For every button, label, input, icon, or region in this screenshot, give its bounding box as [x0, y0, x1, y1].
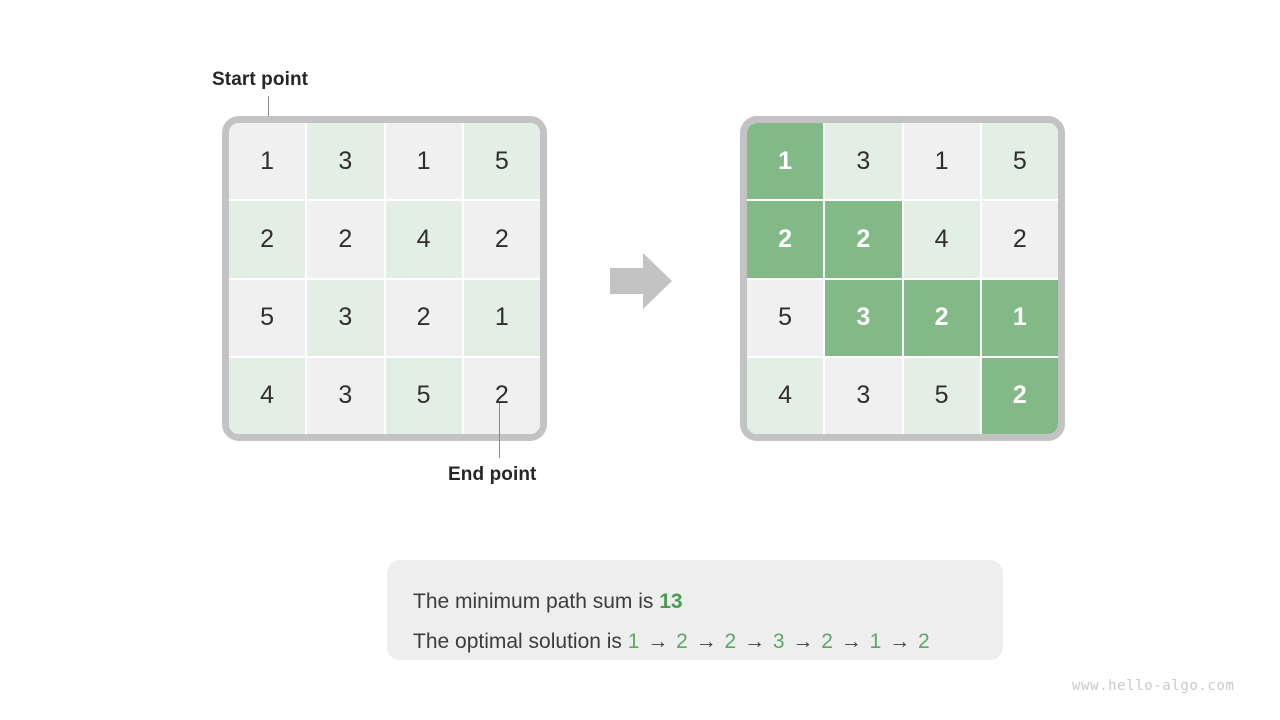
end-point-leader-line: [499, 403, 500, 458]
input-grid-cell-r1c0: 2: [229, 201, 306, 278]
input-grid-cell-r3c3: 2: [463, 357, 540, 434]
path-step-3: 3: [772, 630, 785, 653]
path-step-0: 1: [627, 630, 640, 653]
path-arrow-separator: →: [738, 630, 771, 653]
path-step-6: 2: [917, 630, 930, 653]
input-grid-cell-r2c0: 5: [229, 279, 306, 356]
path-step-4: 2: [821, 630, 833, 653]
solution-grid-cell-r2c3: 1: [981, 279, 1058, 356]
solution-grid-cell-r1c1: 2: [825, 201, 902, 278]
caption-box: The minimum path sum is 13 The optimal s…: [387, 560, 1003, 660]
input-grid-cell-r1c2: 4: [385, 201, 462, 278]
solution-grid-cell-r0c1: 3: [825, 123, 902, 200]
solution-grid-cell-r3c2: 5: [903, 357, 980, 434]
path-step-5: 1: [869, 630, 882, 653]
path-step-2: 2: [724, 630, 737, 653]
solution-grid-cell-r2c0: 5: [747, 279, 824, 356]
start-point-label: Start point: [212, 69, 309, 90]
caption-line-solution: The optimal solution is 1 → 2 → 2 → 3 → …: [413, 622, 977, 662]
input-grid-cell-r2c2: 2: [385, 279, 462, 356]
input-grid-cell-r0c1: 3: [307, 123, 384, 200]
solution-grid-cell-r3c1: 3: [825, 357, 902, 434]
input-grid-cell-r2c3: 1: [463, 279, 540, 356]
optimal-path-sequence: 1 → 2 → 2 → 3 → 2 → 1 → 2: [628, 630, 930, 653]
caption-solution-prefix: The optimal solution is: [413, 630, 628, 653]
input-grid-cell-r3c2: 5: [385, 357, 462, 434]
path-arrow-separator: →: [641, 630, 675, 653]
minimum-path-sum-value: 13: [659, 590, 683, 613]
input-grid-cell-r1c3: 2: [463, 201, 540, 278]
input-grid-cell-r0c0: 1: [229, 123, 306, 200]
solution-grid-cell-r0c3: 5: [981, 123, 1058, 200]
solution-grid-cell-r3c3: 2: [981, 357, 1058, 434]
input-grid-cell-r2c1: 3: [307, 279, 384, 356]
solution-grid-cell-r1c3: 2: [981, 201, 1058, 278]
caption-sum-prefix: The minimum path sum is: [413, 590, 660, 613]
path-arrow-separator: →: [786, 630, 820, 653]
input-grid-cell-r0c2: 1: [385, 123, 462, 200]
right-block-arrow-icon: [610, 253, 672, 314]
solution-grid-cell-r2c2: 2: [903, 279, 980, 356]
path-arrow-separator: →: [689, 630, 723, 653]
path-step-1: 2: [676, 630, 688, 653]
path-arrow-separator: →: [883, 630, 916, 653]
input-grid-cell-r1c1: 2: [307, 201, 384, 278]
watermark: www.hello-algo.com: [1072, 678, 1235, 694]
path-arrow-separator: →: [834, 630, 868, 653]
solution-grid-cell-r0c2: 1: [903, 123, 980, 200]
solution-grid-cell-r1c2: 4: [903, 201, 980, 278]
solution-grid-cell-r0c0: 1: [747, 123, 824, 200]
input-grid-cell-r3c0: 4: [229, 357, 306, 434]
caption-line-sum: The minimum path sum is 13: [413, 582, 977, 622]
input-grid-cell-r0c3: 5: [463, 123, 540, 200]
solution-grid-cell-r3c0: 4: [747, 357, 824, 434]
end-point-label: End point: [448, 464, 537, 485]
solution-grid-cell-r2c1: 3: [825, 279, 902, 356]
input-grid-cell-r3c1: 3: [307, 357, 384, 434]
solution-grid-cell-r1c0: 2: [747, 201, 824, 278]
